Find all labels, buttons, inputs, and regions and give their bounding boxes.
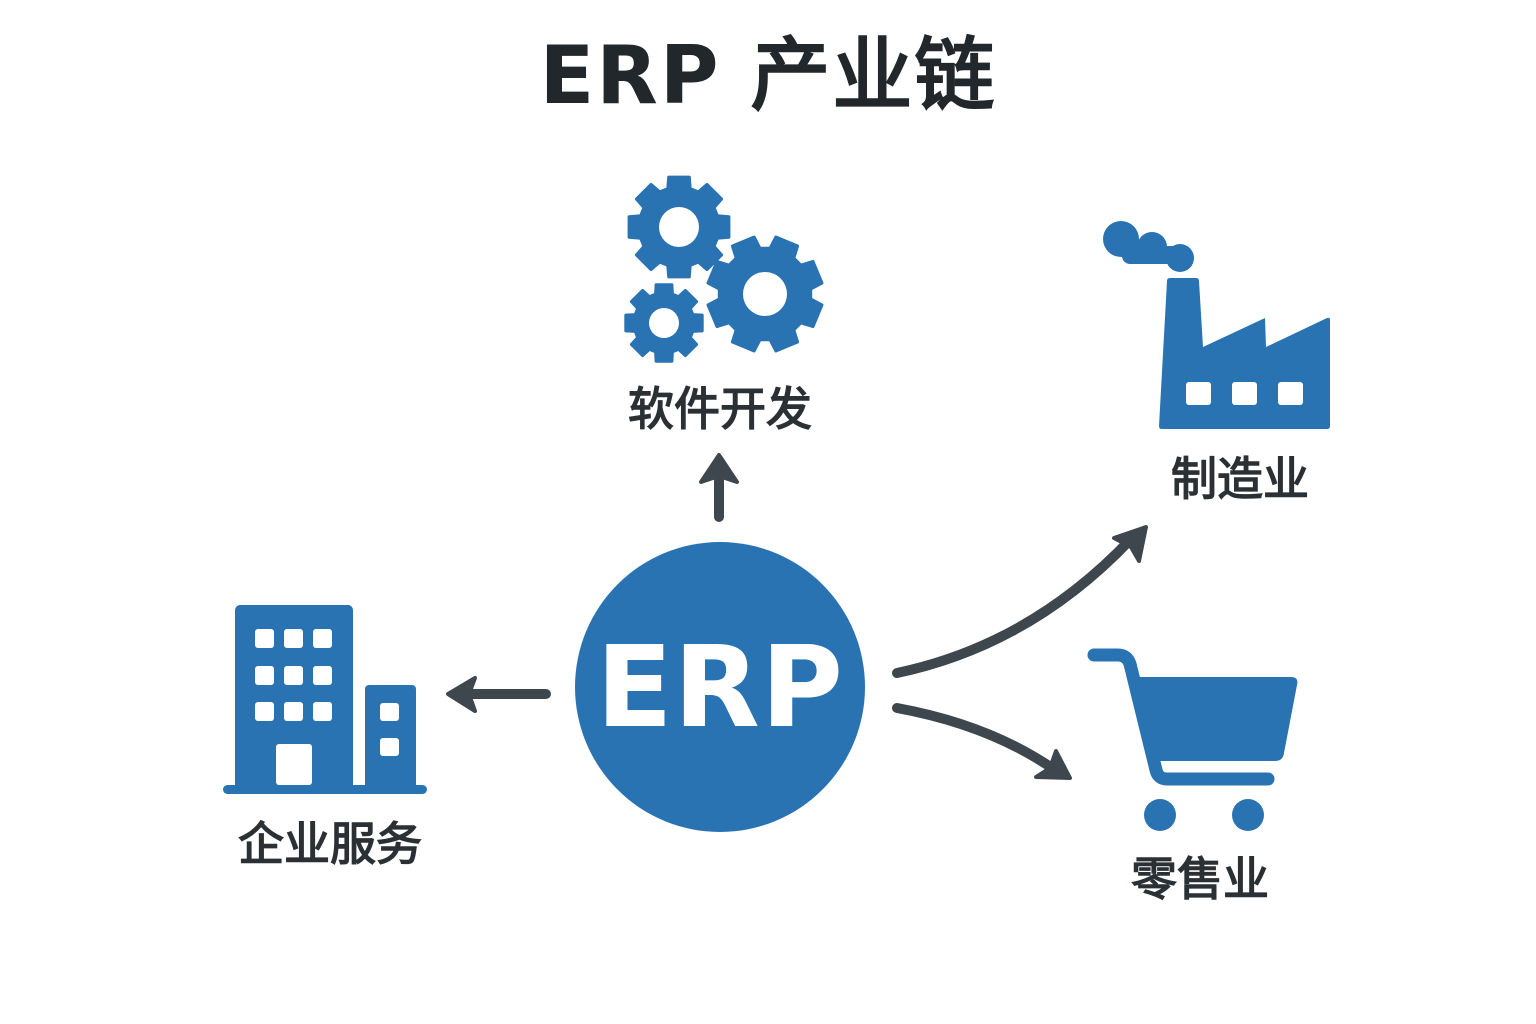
gear-hole <box>659 207 699 247</box>
arrowhead-upper-right <box>1112 525 1148 563</box>
building-door <box>276 744 312 785</box>
gear-hole <box>743 272 787 316</box>
building-window <box>284 666 303 685</box>
smoke-puff <box>1122 246 1182 264</box>
building-window <box>313 629 332 648</box>
building-window <box>380 703 399 721</box>
building-window <box>255 702 274 721</box>
cart-wheel <box>1144 799 1176 831</box>
factory-window <box>1186 382 1211 405</box>
building-window <box>284 629 303 648</box>
node-label-software: 软件开发 <box>628 382 812 436</box>
factory-icon <box>1103 221 1330 429</box>
building-tower <box>235 605 353 791</box>
erp-center-label: ERP <box>596 623 844 753</box>
cart-frame <box>1087 648 1275 786</box>
cart-wheel <box>1232 799 1264 831</box>
building-window <box>380 738 399 756</box>
gears-icon <box>624 175 824 363</box>
arrowhead-lower-right <box>1034 749 1072 780</box>
node-label-enterprise: 企业服务 <box>238 817 422 871</box>
shopping-cart-icon <box>1087 648 1298 831</box>
node-label-retail: 零售业 <box>1131 852 1269 906</box>
node-label-manufacturing: 制造业 <box>1171 452 1309 506</box>
building-window <box>284 702 303 721</box>
page-title: ERP 产业链 <box>539 29 997 122</box>
building-ground <box>223 785 427 794</box>
building-window <box>313 666 332 685</box>
arrow-to-retail <box>892 703 1060 775</box>
erp-center-circle <box>575 542 865 832</box>
cart-basket <box>1136 677 1298 761</box>
arrowhead-up <box>699 453 739 484</box>
factory-body <box>1159 278 1330 429</box>
factory-window <box>1278 382 1303 405</box>
factory-window <box>1232 382 1257 405</box>
building-window <box>255 666 274 685</box>
building-window <box>255 629 274 648</box>
arrow-to-manufacturing <box>892 535 1135 678</box>
gear-hole <box>649 308 679 338</box>
office-building-icon <box>223 605 427 794</box>
building-window <box>313 702 332 721</box>
arrowhead-left <box>446 676 477 713</box>
